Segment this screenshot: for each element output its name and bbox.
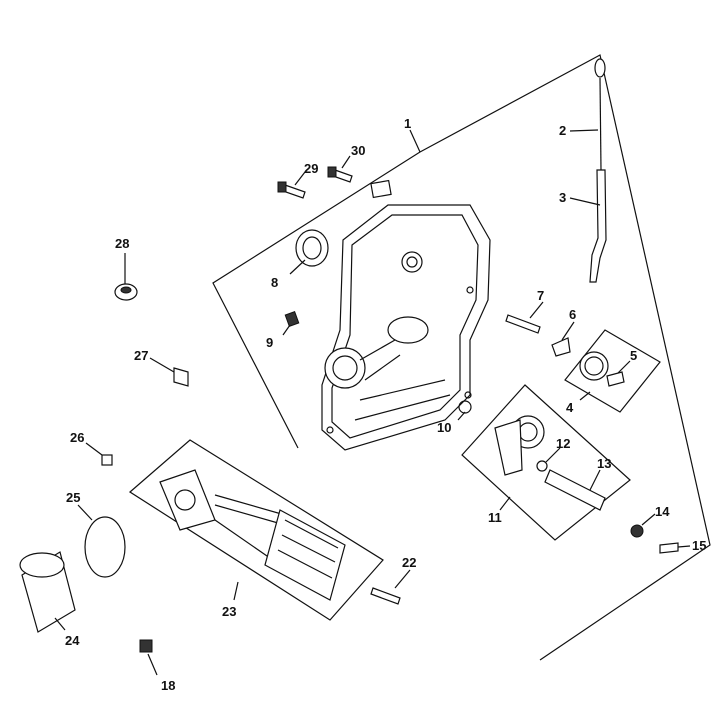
- group-23-box: [129, 439, 384, 621]
- nut-14: [630, 524, 644, 538]
- gasket-25: [84, 516, 126, 578]
- o-ring-10: [458, 400, 472, 414]
- oil-pump: [494, 415, 545, 476]
- callout-15: 15: [692, 538, 706, 553]
- pin-7: [505, 314, 541, 334]
- gear-4: [579, 351, 609, 381]
- callout-18: 18: [161, 678, 175, 693]
- callout-3: 3: [559, 190, 566, 205]
- callout-2: 2: [559, 123, 566, 138]
- callout-10: 10: [437, 420, 451, 435]
- fitting-26: [101, 454, 113, 466]
- oil-filter: [19, 551, 76, 633]
- callout-27: 27: [134, 348, 148, 363]
- leader-lines: [54, 129, 691, 676]
- callout-6: 6: [569, 307, 576, 322]
- callout-12: 12: [556, 436, 570, 451]
- callout-1: 1: [404, 116, 411, 131]
- callout-7: 7: [537, 288, 544, 303]
- callout-28: 28: [115, 236, 129, 251]
- callout-22: 22: [402, 555, 416, 570]
- screws-29-30: [277, 166, 353, 199]
- bolt-22: [370, 587, 401, 605]
- switch-28: [114, 283, 138, 301]
- callout-29: 29: [304, 161, 318, 176]
- callout-24: 24: [65, 633, 80, 648]
- callout-23: 23: [222, 604, 236, 619]
- callout-14: 14: [655, 504, 670, 519]
- plug-18: [139, 639, 153, 653]
- sensor-27: [173, 367, 189, 387]
- group-4-box: [564, 329, 661, 413]
- dipstick: [589, 58, 607, 283]
- washer-6: [551, 337, 571, 357]
- callout-8: 8: [271, 275, 278, 290]
- oil-seal: [295, 229, 329, 267]
- valve-13: [544, 469, 606, 511]
- plug-9: [284, 311, 300, 327]
- callout-4: 4: [566, 400, 574, 415]
- callout-9: 9: [266, 335, 273, 350]
- group-1-bracket: [212, 54, 711, 661]
- callout-5: 5: [630, 348, 637, 363]
- callout-11: 11: [488, 510, 502, 525]
- ball-12: [536, 460, 548, 472]
- callout-13: 13: [597, 456, 611, 471]
- oil-cooler: [159, 469, 346, 601]
- gear-cover: [321, 179, 491, 451]
- callout-25: 25: [66, 490, 80, 505]
- bolt-15: [659, 542, 679, 554]
- callout-30: 30: [351, 143, 365, 158]
- shaft-5: [606, 371, 625, 387]
- callout-26: 26: [70, 430, 84, 445]
- group-11-box: [461, 384, 631, 541]
